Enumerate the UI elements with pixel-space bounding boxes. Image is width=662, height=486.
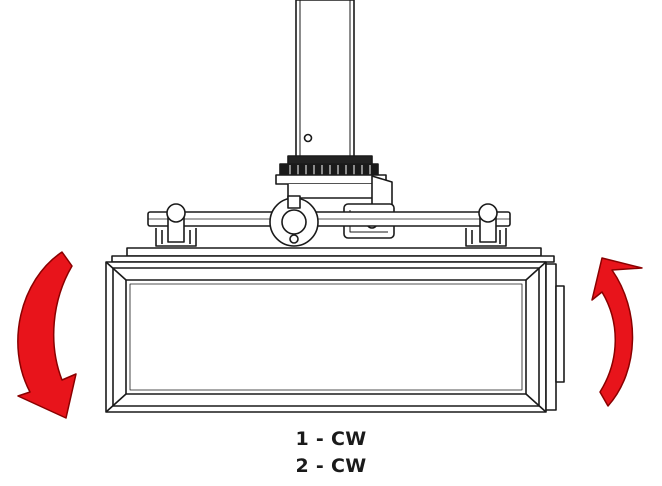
caption-line-2: 2 - CW (295, 455, 367, 477)
yoke-bar (147, 211, 511, 227)
curved-arrow-right-icon (591, 257, 643, 407)
fixture-body (105, 261, 547, 413)
handle-left (155, 203, 197, 247)
fixture-end-cap (545, 263, 565, 411)
center-pivot (269, 195, 319, 247)
caption-line-1: 1 - CW (295, 428, 367, 450)
clamp-knob (275, 155, 387, 185)
fixture-rail (111, 247, 555, 263)
handle-right (465, 203, 507, 247)
mounting-tube (295, 0, 355, 161)
curved-arrow-left-icon (17, 251, 77, 419)
